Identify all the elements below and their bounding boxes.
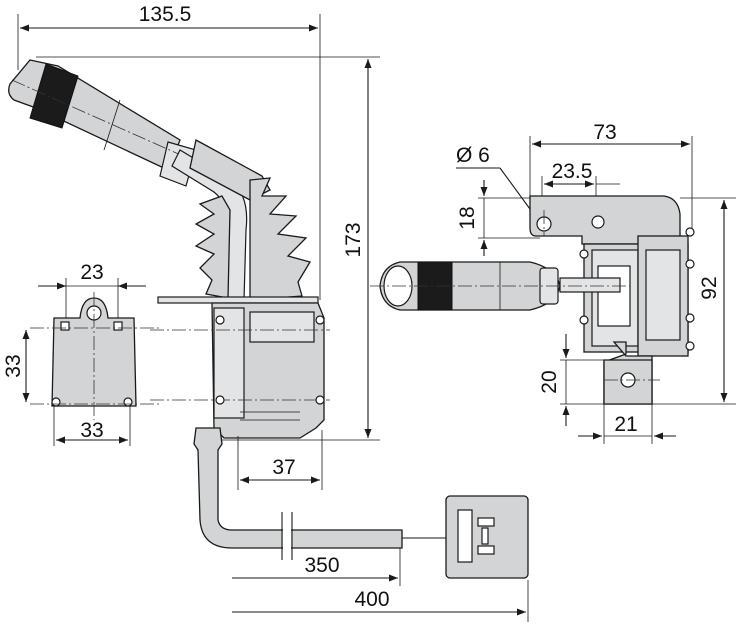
side-view: 73 23.5 Ø 6 18: [370, 121, 736, 444]
dimension-cable-total: 400: [232, 580, 529, 622]
dim-overall-height-label: 173: [342, 222, 365, 257]
connector: [445, 495, 529, 579]
dimension-side-height: 92: [652, 197, 736, 405]
dim-cable-break-label: 350: [304, 554, 339, 577]
rubber-boot: [194, 177, 311, 301]
dimension-lower-bracket-height: 20: [538, 334, 606, 426]
dimension-bracket-height: 18: [456, 180, 540, 256]
dim-bracket-hole-offset-label: 23.5: [552, 160, 593, 183]
dim-plate-hole-spacing-label: 23: [80, 261, 103, 284]
dimension-plate-hole-spacing: 23: [38, 261, 146, 318]
dim-base-depth-label: 37: [272, 456, 295, 479]
upper-bracket: [529, 195, 681, 245]
mounting-flange: [157, 296, 319, 304]
dim-side-width-label: 73: [593, 121, 616, 144]
dimension-cable-break: 350: [232, 548, 401, 586]
dimension-plate-width: 33: [53, 406, 131, 446]
side-lever: [370, 261, 630, 311]
mounting-plate: [30, 292, 160, 420]
cable: [193, 427, 446, 560]
dimension-overall-height: 173: [36, 56, 380, 441]
dimension-lower-bracket-width: 21: [578, 404, 676, 444]
switch-housing: [150, 302, 330, 439]
dim-bracket-height-label: 18: [456, 206, 479, 229]
dim-plate-height-label: 33: [2, 354, 25, 377]
dim-lower-bracket-width-label: 21: [614, 413, 637, 436]
dim-cable-total-label: 400: [354, 588, 389, 611]
side-housing: [579, 227, 695, 357]
dim-side-height-label: 92: [698, 276, 721, 299]
front-view: 135.5 173: [2, 3, 529, 622]
dim-overall-width-label: 135.5: [139, 3, 192, 26]
dim-plate-width-label: 33: [80, 419, 103, 442]
dimension-base-depth: 37: [237, 430, 323, 490]
dimension-side-width: 73: [529, 121, 693, 232]
dim-lower-bracket-height-label: 20: [538, 370, 561, 393]
lower-bracket: [603, 341, 660, 405]
dim-hole-diameter-label: Ø 6: [456, 144, 490, 167]
dimension-plate-height: 33: [2, 330, 30, 402]
dimension-overall-width: 135.5: [17, 3, 321, 300]
